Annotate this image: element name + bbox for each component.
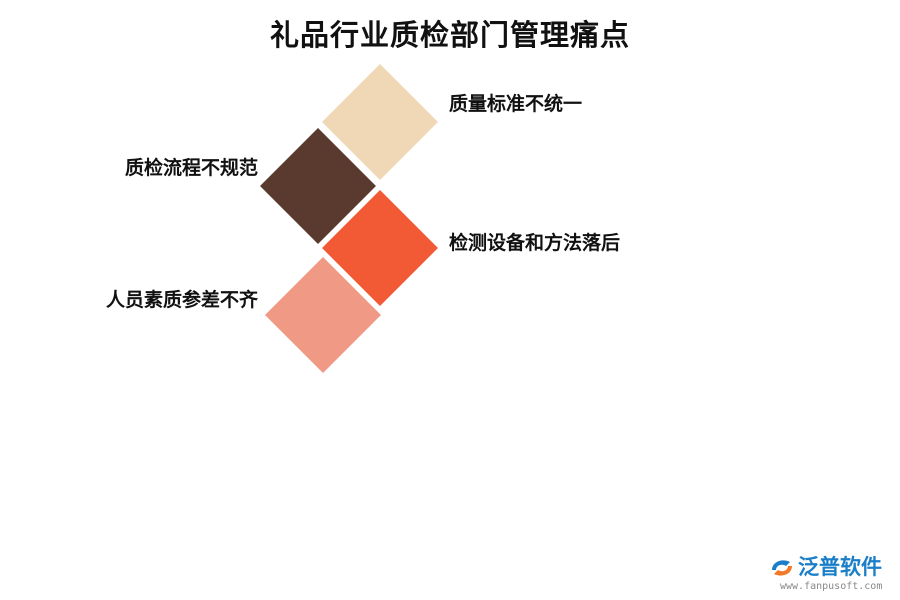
item-label-1: 质量标准不统一 xyxy=(449,93,583,115)
item-label-3: 检测设备和方法落后 xyxy=(449,232,621,254)
brand-logo: 泛普软件 www.fanpusoft.com xyxy=(768,552,894,594)
page-title: 礼品行业质检部门管理痛点 xyxy=(269,18,630,52)
logo-url: www.fanpusoft.com xyxy=(780,581,883,592)
logo-name: 泛普软件 xyxy=(798,555,882,579)
item-label-4: 人员素质参差不齐 xyxy=(105,289,258,311)
item-label-2: 质检流程不规范 xyxy=(124,157,258,179)
fanpu-logo-icon xyxy=(772,560,792,576)
